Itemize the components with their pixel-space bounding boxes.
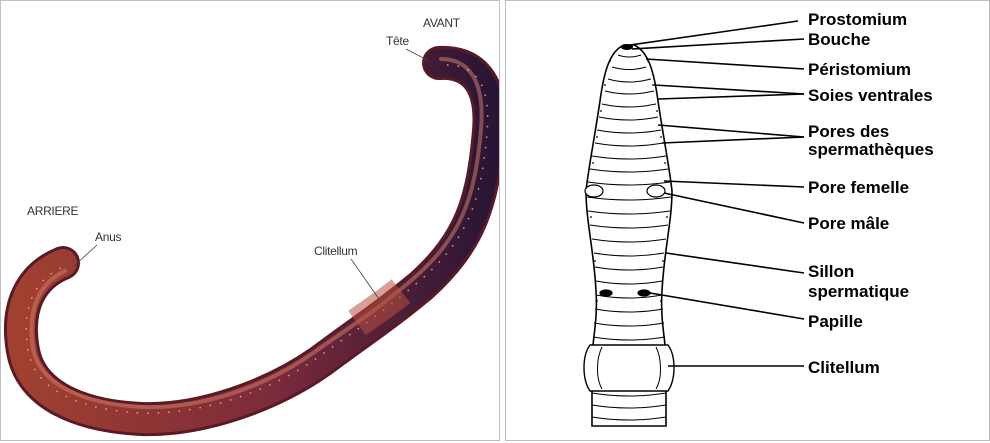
- papille-label: Papille: [808, 312, 863, 331]
- sillon-label: Sillon: [808, 262, 854, 281]
- earthworm-diagram-panel: Prostomium Bouche Péristomium Soies vent…: [505, 0, 990, 441]
- pore-femelle-label: Pore femelle: [808, 178, 909, 197]
- peristomium-label: Péristomium: [808, 60, 911, 79]
- clitellum-diagram-label: Clitellum: [808, 358, 880, 377]
- earthworm-photo: AVANT Tête ARRIERE Anus Clitellum: [1, 1, 500, 441]
- soies-ventrales-label: Soies ventrales: [808, 86, 933, 105]
- clitellum-leader-line: [351, 259, 379, 299]
- worm-body: [21, 63, 490, 419]
- earthworm-diagram: Prostomium Bouche Péristomium Soies vent…: [506, 1, 990, 441]
- pore-male-label: Pore mâle: [808, 214, 889, 233]
- avant-label: AVANT: [423, 16, 461, 30]
- clitellum-photo-label: Clitellum: [314, 244, 358, 258]
- bouche-label: Bouche: [808, 30, 870, 49]
- spermatique-label: spermatique: [808, 282, 909, 301]
- spermatheques-label: spermathèques: [808, 140, 934, 159]
- arriere-label: ARRIERE: [27, 204, 79, 218]
- earthworm-photo-panel: AVANT Tête ARRIERE Anus Clitellum: [0, 0, 500, 441]
- pores-des-label: Pores des: [808, 122, 889, 141]
- anus-label: Anus: [95, 230, 121, 244]
- prostomium-label: Prostomium: [808, 10, 907, 29]
- tete-label: Tête: [386, 34, 409, 48]
